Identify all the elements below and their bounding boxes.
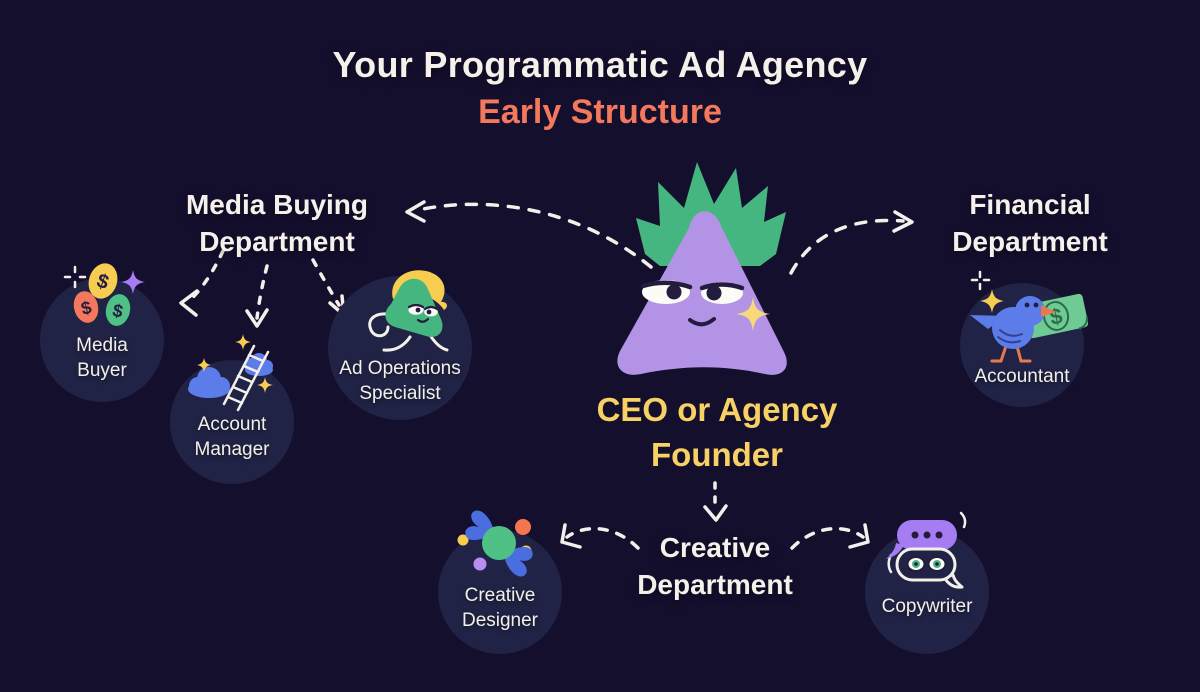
star-sparkle-icon: [980, 289, 1004, 313]
page-title: Your Programmatic Ad Agency: [332, 44, 868, 85]
page-subtitle: Early Structure: [478, 93, 722, 131]
arrowhead-left: [405, 200, 426, 223]
speech-bubbles-icon: [886, 511, 967, 589]
arrow-dept-to-account-manager: [255, 264, 269, 320]
media-buyer-node: [40, 278, 164, 402]
svg-text:$: $: [111, 300, 125, 322]
dollar-coins-icon: $ $ $: [63, 263, 145, 326]
role-label-accountant: Accountant: [974, 366, 1070, 387]
department-label-creative: Creative Department: [637, 532, 793, 600]
cheek-sparkle-icon: [736, 297, 770, 331]
role-label-account-manager: Account Manager: [194, 414, 270, 461]
svg-text:$: $: [79, 297, 94, 319]
running-mascot-icon: [368, 270, 449, 352]
department-label-media-buying: Media Buying Department: [185, 189, 368, 257]
role-label-creative-designer: Creative Designer: [461, 585, 539, 632]
arrowhead-creative-designer: [560, 523, 582, 549]
role-label-media-buyer: Media Buyer: [76, 335, 128, 382]
ceo-label: CEO or Agency Founder: [596, 391, 838, 473]
bird-banknote-icon: $: [970, 270, 1089, 363]
role-label-ad-operations-specialist: Ad Operations Specialist: [339, 358, 461, 405]
ceo-mascot-icon: [617, 162, 787, 375]
role-label-copywriter: Copywriter: [881, 596, 973, 617]
arrowhead-creative: [703, 504, 728, 522]
account-manager-node: [170, 360, 294, 484]
header: Your Programmatic Ad Agency Early Struct…: [0, 44, 1200, 132]
arrowhead-media-buyer: [179, 289, 199, 317]
candy-icon: [457, 510, 533, 577]
department-label-financial: Financial Department: [952, 189, 1108, 257]
star-sparkle-icon: [121, 270, 145, 294]
arrowhead-account-manager: [245, 308, 269, 328]
svg-text:$: $: [1048, 303, 1065, 330]
ladder-clouds-icon: [188, 334, 273, 412]
arrow-dept-to-ad-ops: [311, 258, 341, 307]
